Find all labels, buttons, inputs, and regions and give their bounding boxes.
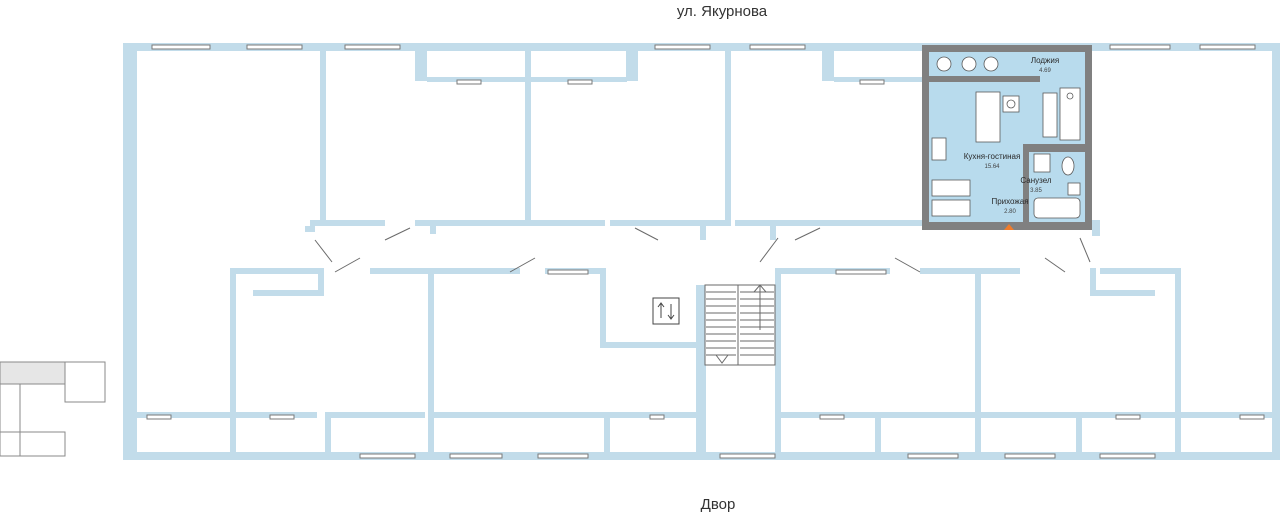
door-swing (1044, 257, 1066, 273)
staircase (704, 284, 776, 366)
window (719, 453, 776, 459)
room-label-kitchen-living: Кухня-гостиная 15.64 (963, 152, 1021, 170)
window (344, 44, 401, 50)
wall-segment (434, 412, 604, 418)
wall-segment (600, 342, 700, 348)
wall-segment (1175, 268, 1181, 460)
wall-segment (325, 412, 425, 418)
door-swing (634, 227, 659, 241)
wall-segment (780, 268, 890, 274)
door-swing (509, 257, 536, 273)
furniture (931, 56, 1081, 219)
wall-segment (1272, 43, 1280, 460)
wall-segment (1090, 268, 1096, 296)
window (567, 79, 593, 85)
room-label-hallway: Прихожая 2.80 (991, 197, 1029, 215)
window (859, 79, 885, 85)
window (1004, 453, 1056, 459)
entrance-triangle-icon (1004, 224, 1014, 230)
door-swing (1079, 237, 1091, 263)
room-label-bathroom: Санузел 3.85 (1020, 176, 1052, 194)
wall-segment (822, 51, 834, 81)
street-name-top: ул. Якурнова (676, 3, 768, 20)
wall-segment (610, 220, 725, 226)
door-swing (894, 257, 921, 273)
window (749, 44, 806, 50)
wall-segment (626, 51, 638, 81)
wall-segment (525, 51, 531, 226)
wall-segment (875, 412, 975, 418)
window (819, 414, 845, 420)
elevator-arrows-icon (652, 297, 680, 325)
window (456, 79, 482, 85)
wall-segment (1090, 290, 1155, 296)
wall-segment (310, 220, 385, 226)
wall-segment (875, 412, 881, 452)
wall-segment (305, 226, 315, 232)
wall-segment (920, 268, 1020, 274)
wall-segment (600, 268, 606, 348)
wall-segment (975, 268, 981, 460)
windows (146, 44, 1265, 459)
door-swings (314, 227, 1091, 273)
door-swing (759, 237, 779, 263)
wall-segment (230, 268, 320, 274)
wall-segment (725, 51, 731, 226)
window (907, 453, 959, 459)
wall-segment (325, 412, 331, 452)
wall-segment (318, 268, 324, 296)
door-swing (334, 257, 361, 273)
wall-segment (700, 226, 706, 240)
highlighted-apartment[interactable] (922, 45, 1092, 230)
window (1199, 44, 1256, 50)
wall-segment (415, 220, 605, 226)
street-name-bottom: Двор (700, 496, 736, 513)
wall-segment (428, 268, 434, 460)
wall-segment (981, 412, 1081, 418)
wall-segment (1076, 412, 1082, 452)
building-walls (123, 43, 1280, 460)
window (835, 269, 887, 275)
window (654, 44, 711, 50)
door-swing (384, 227, 411, 241)
wall-segment (137, 412, 317, 418)
wall-segment (775, 268, 781, 460)
wall-segment (430, 226, 436, 234)
wall-segment (370, 268, 520, 274)
window (1099, 453, 1156, 459)
window (649, 414, 665, 420)
wall-segment (770, 226, 776, 240)
door-swing (794, 227, 821, 241)
window (359, 453, 416, 459)
window (537, 453, 589, 459)
wall-segment (253, 290, 318, 296)
window (269, 414, 295, 420)
window (1239, 414, 1265, 420)
window (1115, 414, 1141, 420)
window (246, 44, 303, 50)
wall-segment (320, 51, 326, 226)
wall-segment (1100, 268, 1180, 274)
window (449, 453, 503, 459)
wall-segment (230, 268, 236, 460)
window (146, 414, 172, 420)
door-swing (314, 239, 333, 263)
wall-segment (123, 43, 137, 460)
wall-segment (696, 285, 706, 460)
window (151, 44, 211, 50)
wall-segment (1092, 220, 1100, 236)
window (547, 269, 589, 275)
room-label-loggia: Лоджия 4.69 (1030, 56, 1060, 74)
wall-segment (415, 51, 427, 81)
wall-segment (604, 412, 610, 452)
key-plan (0, 361, 106, 457)
wall-segment (1181, 412, 1272, 418)
wall-segment (820, 220, 922, 226)
window (1109, 44, 1171, 50)
wall-segment (735, 220, 820, 226)
